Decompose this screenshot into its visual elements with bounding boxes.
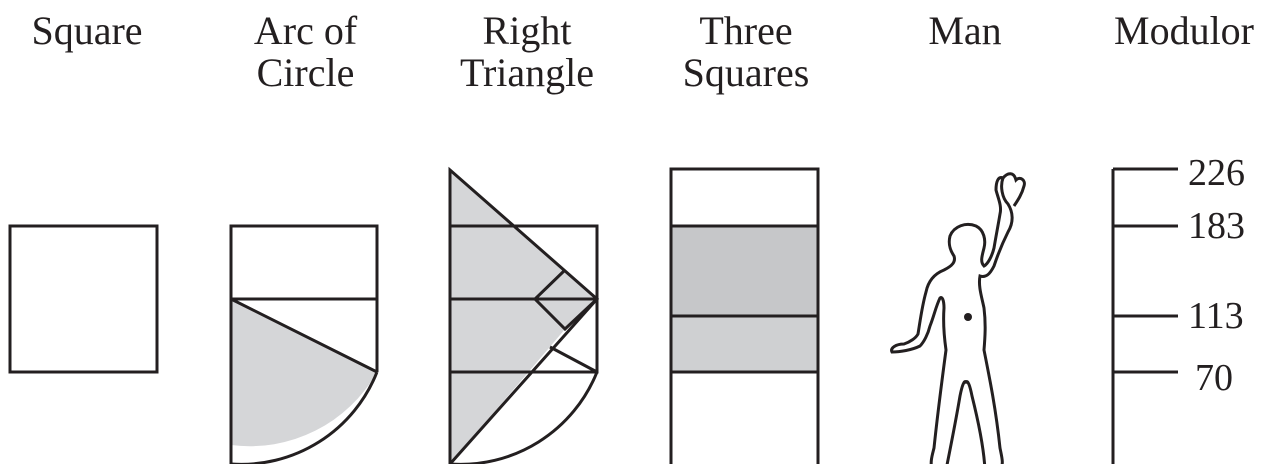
caption-triangle-line-1: Right <box>482 8 572 53</box>
caption-three-line-2: Squares <box>682 50 810 95</box>
triangle-inner-kite <box>532 268 599 332</box>
shaded-square-figure <box>8 224 159 374</box>
raised-arm-human-figure-icon <box>890 172 1026 464</box>
modulor-label-183: 183 <box>1188 205 1245 247</box>
modulor-label-70: 70 <box>1195 357 1233 399</box>
three-squares-figure <box>669 167 820 464</box>
three-squares-light-lower <box>671 316 818 372</box>
three-squares-dark-upper <box>671 226 818 316</box>
caption-square-line-1: Square <box>31 8 143 53</box>
square-shape <box>8 224 159 374</box>
caption-right-triangle: Right Triangle <box>447 10 607 94</box>
right-triangle-figure <box>448 166 600 464</box>
caption-man: Man <box>895 10 1035 52</box>
arc-top-square <box>229 224 379 301</box>
man-outline <box>890 176 1014 464</box>
man-raised-hand <box>1001 172 1026 207</box>
caption-modulor-line-1: Modulor <box>1114 8 1254 53</box>
measurement-scale-figure <box>1111 167 1178 464</box>
caption-square: Square <box>12 10 162 52</box>
triangle-wedge-shaded <box>450 299 565 464</box>
man-navel <box>964 313 972 321</box>
triangle-lower-diag <box>549 345 598 374</box>
caption-man-line-1: Man <box>928 8 1002 53</box>
arc-diagonal <box>230 297 378 374</box>
arc-of-circle-figure <box>229 224 379 464</box>
caption-triangle-line-2: Triangle <box>459 50 595 95</box>
caption-arc-of-circle: Arc of Circle <box>228 10 383 94</box>
modulor-label-226: 226 <box>1188 152 1245 194</box>
caption-three-line-1: Three <box>699 8 793 53</box>
caption-arc-line-1: Arc of <box>253 8 358 53</box>
three-squares-outline <box>669 167 820 464</box>
modulor-label-113: 113 <box>1188 295 1244 337</box>
caption-modulor: Modulor <box>1099 10 1269 52</box>
caption-arc-line-2: Circle <box>256 50 355 95</box>
arc-sector-shape <box>231 299 377 447</box>
caption-three-squares: Three Squares <box>666 10 826 94</box>
